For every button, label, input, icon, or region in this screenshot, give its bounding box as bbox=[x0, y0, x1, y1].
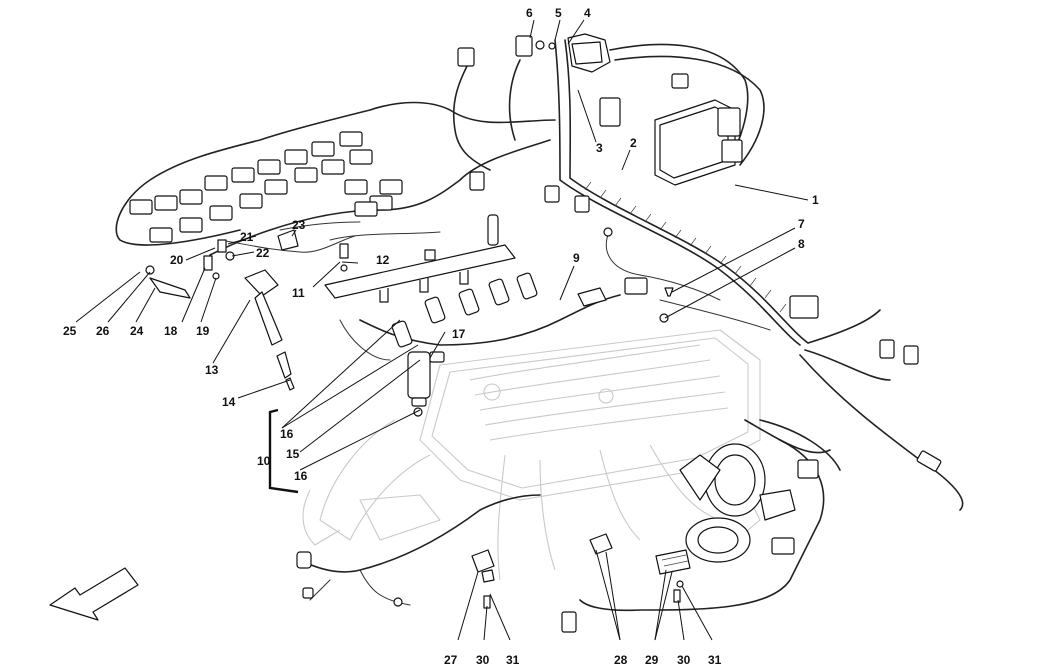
fuel-rail bbox=[324, 214, 516, 303]
label-30b: 30 bbox=[677, 653, 691, 667]
label-27: 27 bbox=[444, 653, 458, 667]
label-9: 9 bbox=[573, 251, 580, 265]
label-24: 24 bbox=[130, 324, 144, 338]
label-31b: 31 bbox=[708, 653, 722, 667]
label-2: 2 bbox=[630, 136, 637, 150]
label-6: 6 bbox=[526, 6, 533, 20]
leader-lines bbox=[75, 19, 809, 641]
label-23: 23 bbox=[292, 218, 306, 232]
label-26: 26 bbox=[96, 324, 110, 338]
wiring-harness bbox=[115, 39, 964, 612]
label-12: 12 bbox=[376, 253, 390, 267]
ignition-coil bbox=[244, 269, 295, 391]
part-labels: 1 2 3 4 5 6 7 8 9 10 11 12 13 14 15 16 1… bbox=[63, 6, 819, 667]
bottom-clamps bbox=[471, 533, 691, 609]
label-13: 13 bbox=[205, 363, 219, 377]
coil-connectors-cluster bbox=[129, 131, 403, 243]
label-22: 22 bbox=[256, 246, 270, 260]
label-21: 21 bbox=[240, 230, 254, 244]
ecu-unit bbox=[654, 99, 743, 186]
label-7: 7 bbox=[798, 217, 805, 231]
label-28: 28 bbox=[614, 653, 628, 667]
label-10: 10 bbox=[257, 454, 271, 468]
group-bracket-10 bbox=[268, 408, 299, 494]
label-15: 15 bbox=[286, 447, 300, 461]
throttle-body bbox=[679, 443, 796, 563]
label-16a: 16 bbox=[280, 427, 294, 441]
bottom-left-sensors bbox=[296, 551, 403, 607]
label-18: 18 bbox=[164, 324, 178, 338]
label-8: 8 bbox=[798, 237, 805, 251]
label-14: 14 bbox=[222, 395, 236, 409]
front-direction-arrow bbox=[49, 567, 139, 621]
label-3: 3 bbox=[596, 141, 603, 155]
label-5: 5 bbox=[555, 6, 562, 20]
label-16b: 16 bbox=[294, 469, 308, 483]
label-19: 19 bbox=[196, 324, 210, 338]
label-4: 4 bbox=[584, 6, 591, 20]
label-30a: 30 bbox=[476, 653, 490, 667]
connector-9 bbox=[577, 287, 607, 307]
label-25: 25 bbox=[63, 324, 77, 338]
label-29: 29 bbox=[645, 653, 659, 667]
label-20: 20 bbox=[170, 253, 184, 267]
label-17: 17 bbox=[452, 327, 466, 341]
label-31a: 31 bbox=[506, 653, 520, 667]
right-connectors bbox=[561, 227, 942, 633]
label-11: 11 bbox=[292, 286, 305, 300]
label-1: 1 bbox=[812, 193, 819, 207]
top-connectors bbox=[457, 33, 689, 213]
fuel-injectors bbox=[391, 272, 538, 417]
